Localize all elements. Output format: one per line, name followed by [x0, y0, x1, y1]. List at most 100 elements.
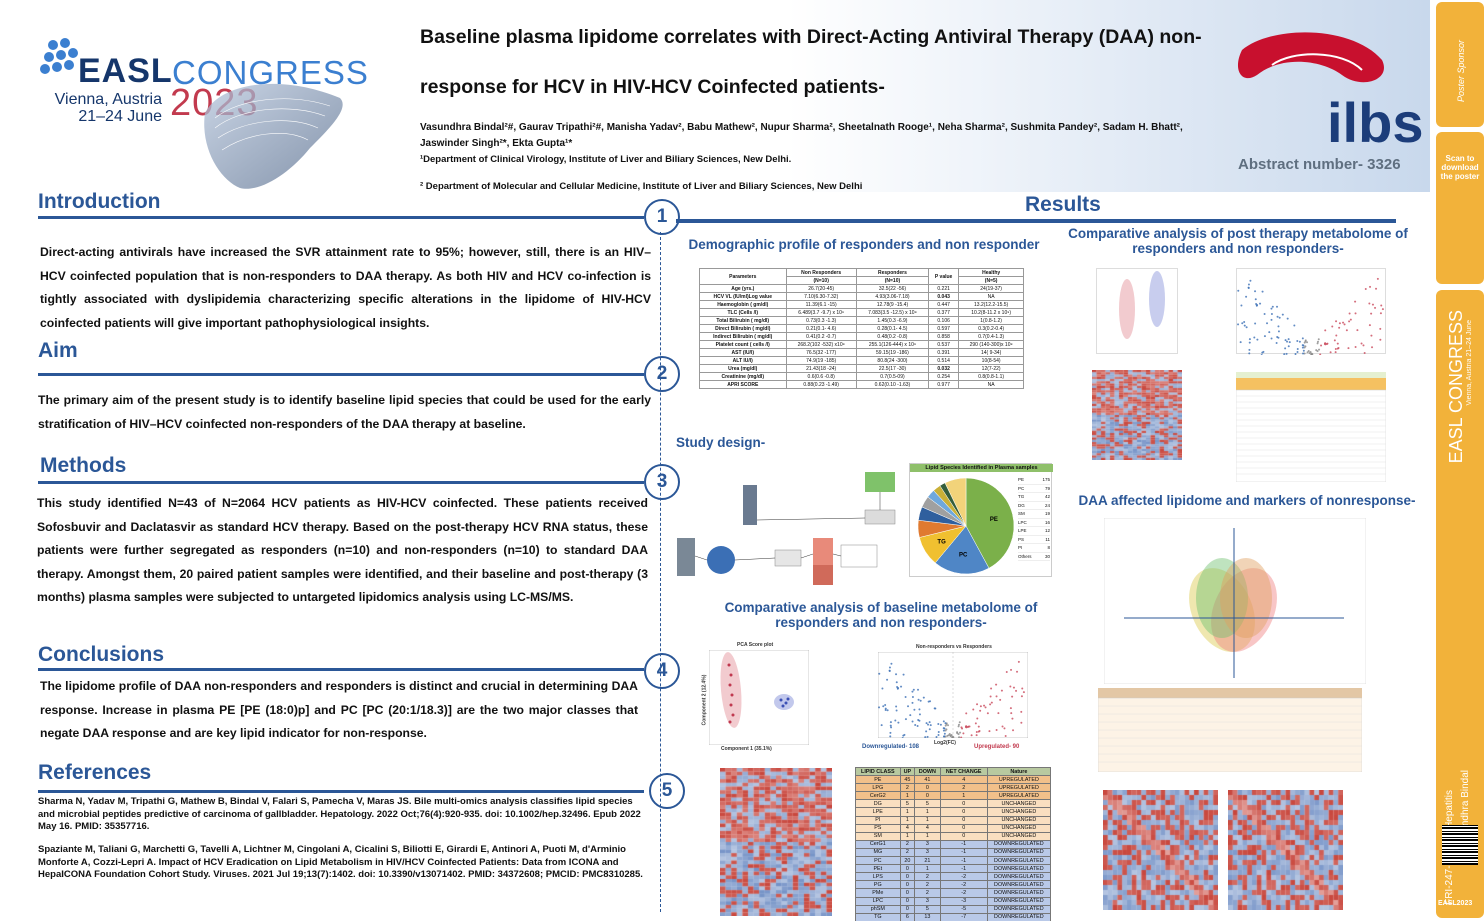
pie-legend-value: 12 [1044, 528, 1050, 533]
lipid-table-cell: LPS [855, 872, 901, 882]
introduction-rule [38, 216, 644, 219]
sponsor-logo-icon: Poster Sponsor [1456, 39, 1466, 102]
demo-table-cell: 0.88(0.23 -1.49) [785, 380, 857, 389]
pie-legend-label: PS [1018, 536, 1025, 542]
lipid-table-cell: 3 [914, 847, 941, 858]
demo-table-cell: 0.28(0.1- 4.5) [855, 324, 930, 333]
pie-legend-value: 30 [1044, 553, 1050, 559]
lipid-table-cell: PG [855, 880, 901, 890]
lcms-box [840, 544, 878, 568]
liver-icon [204, 83, 343, 189]
demo-table-cell: AST (IU/l) [699, 348, 787, 357]
demo-table-cell: 0.254 [928, 372, 960, 381]
pie-slice-pc [934, 525, 990, 575]
demo-header-row: Parameters Non Responders Responders P v… [699, 268, 1024, 285]
lipid-table-cell: DOWNREGULATED [986, 839, 1052, 849]
demo-table-cell: 0.537 [928, 340, 960, 349]
demo-table-cell: 0.62(0.10 -1.63) [855, 380, 930, 389]
lipid-table-cell: 20 [899, 856, 916, 866]
lipid-table-cell: DOWNREGULATED [986, 896, 1052, 906]
demo-subheader-cell: (N=10) [785, 276, 857, 285]
lipid-species-pie-panel: Lipid Species Identified in Plasma sampl… [909, 463, 1053, 577]
demo-table-cell: 290 (140-300)x 10⁹ [958, 340, 1024, 349]
lipid-table-cell: DG [855, 799, 901, 809]
pie-legend-label: PE [1018, 477, 1025, 482]
aim-text: The primary aim of the present study is … [38, 393, 651, 431]
post-volcano-plot [1236, 268, 1386, 356]
lipid-table-cell: -7 [939, 912, 988, 921]
easl-wordmark: EASL [78, 52, 173, 90]
demo-header-cell: Non Responders [785, 268, 857, 277]
demographic-table: Parameters Non Responders Responders P v… [699, 268, 1024, 389]
demo-subheader-cell: (N=5) [958, 276, 1024, 285]
demo-table-cell: 11.39(6.1 -15) [785, 300, 857, 309]
lipid-table-cell: 1 [899, 807, 916, 817]
lipid-table-cell: 4 [914, 823, 941, 833]
lipid-table-cell: 0 [899, 880, 916, 890]
demo-table-cell: 80.8(24 -300) [855, 356, 930, 365]
lipid-table-cell: PEt [855, 864, 901, 874]
ilbs-logo: ilbs [1237, 32, 1423, 150]
demo-table-cell: 0.6(0.6 -0.8) [785, 372, 857, 381]
post-therapy-sample-icon [813, 565, 833, 585]
section-number-2: 2 [644, 356, 680, 392]
demo-header-cell: Healthy [958, 268, 1024, 277]
lipid-table-cell: DOWNREGULATED [986, 864, 1052, 874]
pca-y-label: Component 2 (12.4%) [701, 674, 708, 726]
demo-table-row: Urea (mg/dl)21.43(18 -24)22.5(17 -30)0.0… [699, 364, 1024, 373]
lipid-table-cell: DOWNREGULATED [986, 856, 1052, 866]
lipid-table-cell: DOWNREGULATED [986, 847, 1052, 858]
post-therapy-title: Comparative analysis of post therapy met… [1068, 226, 1408, 256]
demo-table-cell: Platelet count ( cells /l) [699, 340, 787, 349]
sidebar-congress-box: EASL CONGRESS Vienna, Austria 21–24 June… [1436, 290, 1484, 918]
congress-location: Vienna, Austria 21–24 June [55, 91, 162, 125]
demo-table-cell: 0.391 [928, 348, 960, 357]
aim-title: Aim [38, 339, 78, 362]
lipid-table-cell: CerG2 [855, 791, 901, 801]
demo-table-cell: 7.083(3.5 -12.5) x 10⁹ [855, 308, 930, 317]
lipid-table-cell: 3 [914, 839, 941, 849]
lipid-header-cell: NET CHANGE [939, 766, 988, 777]
introduction-text: Direct-acting antivirals have increased … [40, 245, 651, 330]
lipid-table-cell: 2 [914, 872, 941, 882]
demo-table-cell: 0.377 [928, 308, 960, 317]
demo-table-row: Total Bilirubin ( mg/dl)0.73(0.3 -1.3)1.… [699, 316, 1024, 325]
demo-table-cell: 13.2(12.2-15.5) [958, 300, 1024, 309]
pie-legend-label: DG [1018, 502, 1025, 508]
lipid-table-cell: DOWNREGULATED [986, 872, 1052, 882]
lipid-table-cell: LPC [855, 896, 901, 906]
markers-table [1098, 688, 1362, 772]
lipid-table-cell: 1 [939, 791, 988, 801]
study-design-diagram [677, 472, 896, 585]
demo-table-row: Direct Bilirubin ( mg/dl)0.21(0.1- 4.6)0… [699, 324, 1024, 333]
pie-legend-label: Others [1018, 553, 1032, 559]
sidebar-scan-box[interactable]: Scan to download the poster [1436, 132, 1484, 412]
demo-table-cell: 24(19-37) [958, 284, 1024, 293]
pca-x-label: Component 1 (35.1%) [721, 746, 772, 752]
lipid-table-cell: 2 [899, 783, 916, 793]
right-sidebar: Poster Sponsor Scan to download the post… [1436, 0, 1484, 921]
lipid-class-table: LIPID CLASS UP DOWN NET CHANGE Nature PE… [855, 766, 1052, 921]
lipid-table-cell: -1 [939, 856, 988, 866]
lipid-table-cell: 0 [899, 864, 916, 874]
patient-cohort-icon [677, 538, 695, 576]
column-divider [660, 232, 661, 912]
demo-table-cell: 0.977 [928, 380, 960, 389]
lipid-table-cell: -1 [939, 847, 988, 858]
lipid-table-cell: SM [855, 831, 901, 841]
lipid-table-cell: 0 [939, 831, 988, 841]
lipid-table-cell: 41 [914, 775, 941, 785]
